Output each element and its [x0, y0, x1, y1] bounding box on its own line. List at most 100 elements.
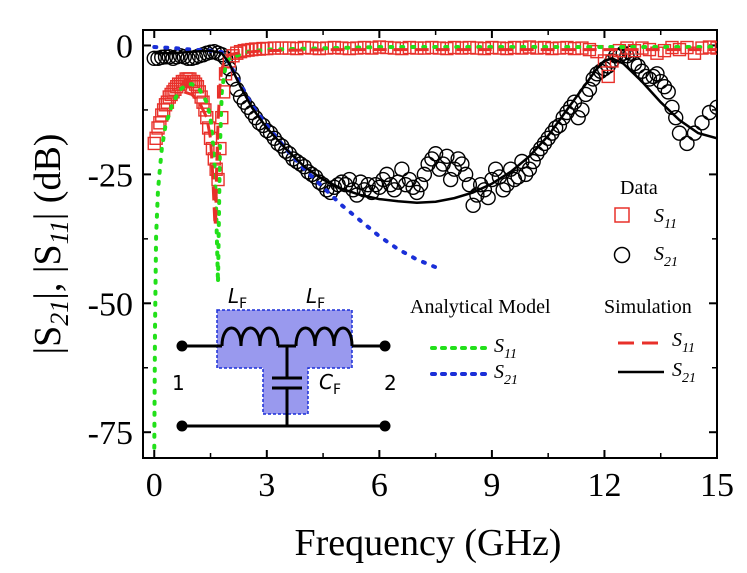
data-s21-point — [540, 130, 556, 146]
data-s21-point — [660, 84, 676, 100]
y-tick-label: 0 — [116, 28, 133, 65]
data-s21-point — [146, 50, 162, 67]
data-s21-point — [416, 166, 433, 183]
data-s11-point — [515, 41, 529, 55]
x-tick-label: 12 — [587, 467, 621, 504]
data-s21-point — [405, 179, 421, 195]
data-s11-point — [537, 40, 552, 55]
legend-analytical-title: Analytical Model — [410, 296, 551, 318]
data-s21-point — [510, 169, 526, 185]
legend-simulation-title: Simulation — [604, 296, 692, 318]
legend-analytical: Analytical Model S11 S21 — [410, 296, 551, 388]
legend-data-s21-marker — [613, 246, 631, 264]
inductor-right-label: LF — [306, 284, 325, 312]
inductor-left-label: LF — [228, 284, 247, 312]
data-s21-point — [630, 58, 646, 74]
data-s11-point — [320, 41, 334, 55]
legend-data-s11-label: S11 — [654, 205, 677, 232]
data-s21-point — [499, 176, 515, 193]
data-s11-point — [597, 54, 612, 68]
data-s11-point — [190, 80, 205, 94]
data-s21-point — [262, 125, 279, 141]
data-s21-point — [285, 151, 301, 167]
data-s21-point — [341, 171, 358, 188]
data-s21-point — [709, 99, 717, 116]
data-s21-point — [532, 140, 549, 157]
data-s21-point — [364, 184, 380, 201]
data-s21-point — [480, 189, 496, 206]
legend-analytical-s11-label: S11 — [494, 335, 517, 362]
data-s11-point — [327, 40, 342, 55]
data-s11-point — [687, 46, 702, 60]
data-s11-point — [297, 40, 312, 55]
series-layer — [146, 40, 717, 450]
legend-simulation-s21-label: S21 — [672, 359, 696, 386]
x-tick-label: 0 — [146, 467, 163, 504]
data-s11-point — [156, 103, 171, 117]
legend-simulation-s11-label: S11 — [672, 329, 695, 356]
data-s11-point — [153, 116, 167, 130]
data-s21-point — [367, 176, 384, 193]
port-2-label: 2 — [384, 371, 397, 395]
data-s11-point — [372, 40, 387, 54]
y-tick-label: -50 — [88, 286, 133, 323]
data-s21-point — [653, 73, 669, 90]
data-s11-point — [635, 41, 649, 55]
data-s21-point — [300, 164, 316, 180]
legend-data-title: Data — [620, 177, 658, 199]
data-s21-point — [442, 171, 459, 188]
legend-analytical-s21-label: S21 — [494, 361, 518, 388]
data-s21-point — [352, 174, 369, 190]
data-s21-point — [375, 171, 391, 188]
data-s21-point — [562, 99, 579, 116]
data-s11-point — [590, 44, 604, 59]
data-s21-point — [289, 153, 305, 170]
capacitor-label: CF — [319, 370, 341, 398]
data-s21-point — [671, 125, 688, 141]
data-s21-point — [536, 135, 553, 152]
data-s11-point — [216, 85, 231, 99]
data-s21-point — [337, 176, 354, 193]
data-s11-point — [485, 40, 499, 55]
data-s21-point — [379, 166, 395, 183]
data-s21-point — [495, 182, 511, 198]
data-s21-point — [641, 71, 658, 87]
terminal-1-top — [176, 340, 188, 352]
data-s21-point — [645, 68, 661, 85]
data-s11-point — [492, 41, 507, 55]
data-s21-point — [382, 176, 399, 193]
data-s21-point — [450, 151, 466, 167]
data-s21-point — [517, 166, 534, 183]
data-s21-point — [457, 166, 474, 183]
data-s21-point — [427, 146, 444, 162]
data-s21-point — [371, 179, 388, 195]
legend-data: Data S11 S21 — [613, 177, 678, 270]
terminal-2-top — [379, 340, 391, 352]
data-s21-point — [694, 115, 710, 131]
data-s11-point — [192, 85, 206, 99]
data-s21-point — [431, 161, 448, 177]
data-s21-point — [439, 148, 455, 165]
data-s21-point — [157, 49, 174, 65]
data-s11-point — [200, 110, 214, 125]
x-tick-label: 6 — [371, 467, 388, 504]
data-s11-point — [601, 69, 615, 84]
data-s11-point — [462, 40, 477, 55]
x-axis-title: Frequency (GHz) — [295, 522, 562, 564]
data-s21-point — [360, 176, 376, 193]
data-s21-point — [465, 197, 481, 214]
y-axis-title: |S21|, |S11| (dB) — [27, 134, 74, 355]
y-tick-label: -25 — [88, 157, 133, 194]
data-s11-point — [147, 136, 161, 151]
data-s21-point — [412, 176, 429, 193]
data-s21-point — [701, 104, 717, 121]
terminal-1-bottom — [176, 420, 188, 432]
data-s21-point — [525, 153, 541, 170]
data-s21-point — [394, 161, 410, 177]
data-s21-point — [555, 109, 571, 126]
data-s11-point — [350, 41, 364, 55]
simulation-s11-line — [183, 48, 717, 227]
data-s21-point — [469, 187, 485, 203]
simulation-s21-line — [154, 49, 717, 204]
